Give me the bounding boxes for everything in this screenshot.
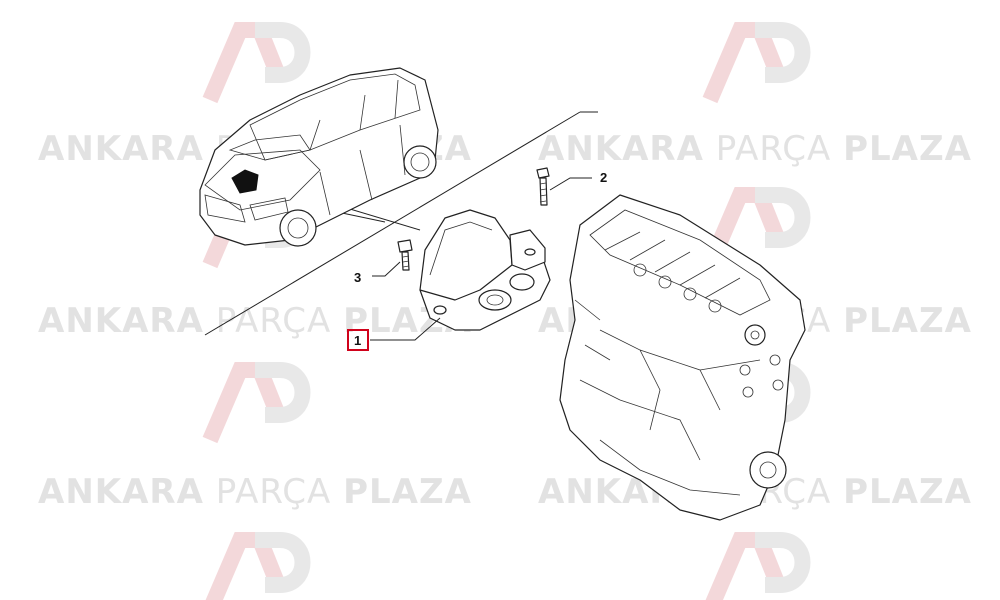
watermark-logo: [205, 532, 311, 600]
watermark-text: ANKARA PARÇA PLAZA: [38, 301, 472, 341]
bolt-part-2: [536, 167, 550, 206]
engine-block: [559, 194, 806, 521]
car-front-wheel: [279, 209, 317, 247]
watermark-text: ANKARA PARÇA PLAZA: [38, 472, 472, 512]
car-illustration: [199, 67, 439, 247]
engine-mount-part: [419, 209, 551, 331]
car-rear-wheel: [403, 145, 437, 179]
callout-number: 3: [354, 270, 361, 285]
watermark-logo: [705, 532, 811, 600]
callout-number: 2: [600, 170, 607, 185]
callout-number: 1: [354, 333, 361, 348]
callout-3[interactable]: 3: [354, 261, 401, 285]
callout-2[interactable]: 2: [549, 170, 607, 191]
watermark-text: ANKARA PARÇA PLAZA: [538, 129, 972, 169]
callout-1[interactable]: 1: [347, 317, 441, 351]
engine-pulley: [744, 324, 766, 346]
watermark-logo: [202, 362, 311, 444]
watermark-texts: ANKARA PARÇA PLAZA ANKARA PARÇA PLAZA AN…: [38, 129, 972, 512]
watermark-logo: [202, 22, 311, 104]
watermark-logo: [702, 187, 811, 269]
callout-1-highlight-box: [347, 329, 369, 351]
highlighted-engine-area: [231, 169, 259, 194]
watermark-logo: [702, 22, 811, 104]
bolt-part-3: [397, 239, 413, 271]
